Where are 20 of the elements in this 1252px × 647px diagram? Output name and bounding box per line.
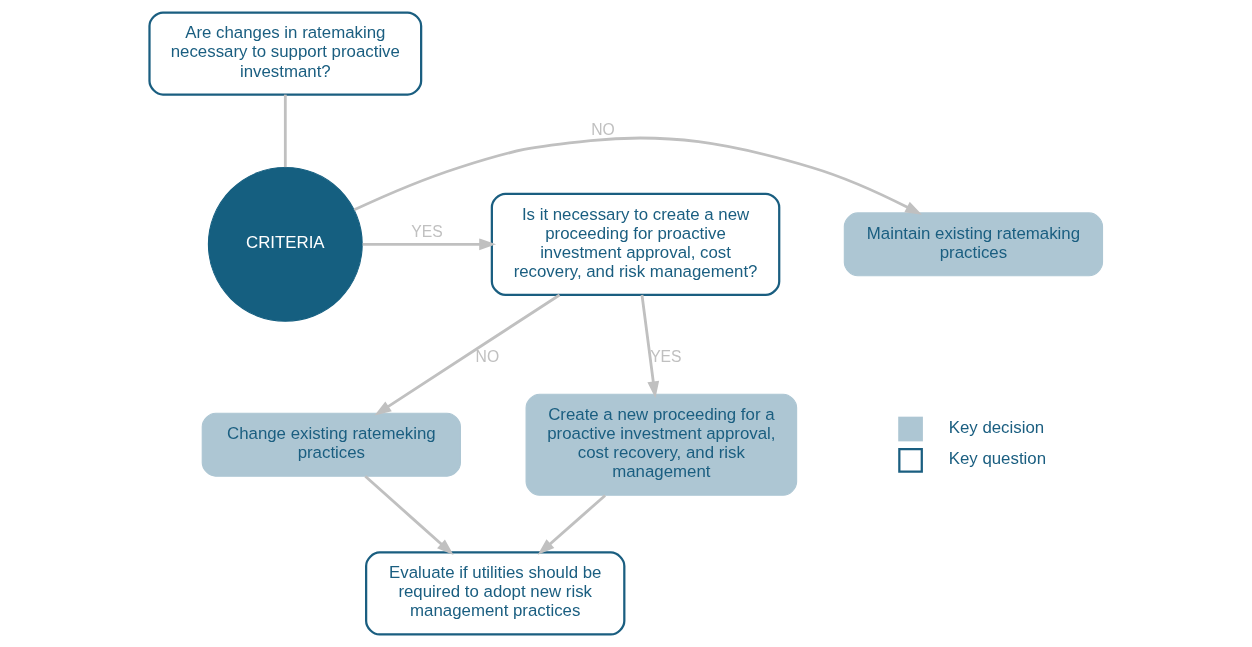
- edge-label: YES: [650, 347, 682, 365]
- legend-label: Key decision: [948, 417, 1045, 437]
- legend-label: Key question: [948, 449, 1047, 469]
- node-box: Create a new proceeding for a proactive investment approval, cost recovery, and risk management: [525, 393, 798, 496]
- node-box: Evaluate if utilities should be required to adopt new risk management practices: [365, 551, 626, 636]
- node-box: Change existing ratemeking practices: [201, 412, 461, 477]
- arrow: [374, 293, 561, 416]
- edge-label: NO: [475, 347, 500, 365]
- arrow: [364, 475, 454, 556]
- arrow: [362, 238, 497, 251]
- arrow: [537, 494, 607, 555]
- node-circle: CRITERIA: [207, 166, 363, 322]
- edge-label: YES: [411, 222, 443, 240]
- edge-label: NO: [591, 121, 615, 139]
- connector: [283, 94, 287, 168]
- arrow: [640, 294, 660, 399]
- node-box: Is it necessary to create a new proceeding for proactive investment approval, cost recovery, and risk management?: [490, 192, 781, 296]
- node-box: Maintain existing ratemaking practices: [843, 212, 1104, 277]
- node-box: Are changes in ratemaking necessary to support proactive investmant?: [148, 11, 423, 96]
- arrow: [353, 136, 923, 215]
